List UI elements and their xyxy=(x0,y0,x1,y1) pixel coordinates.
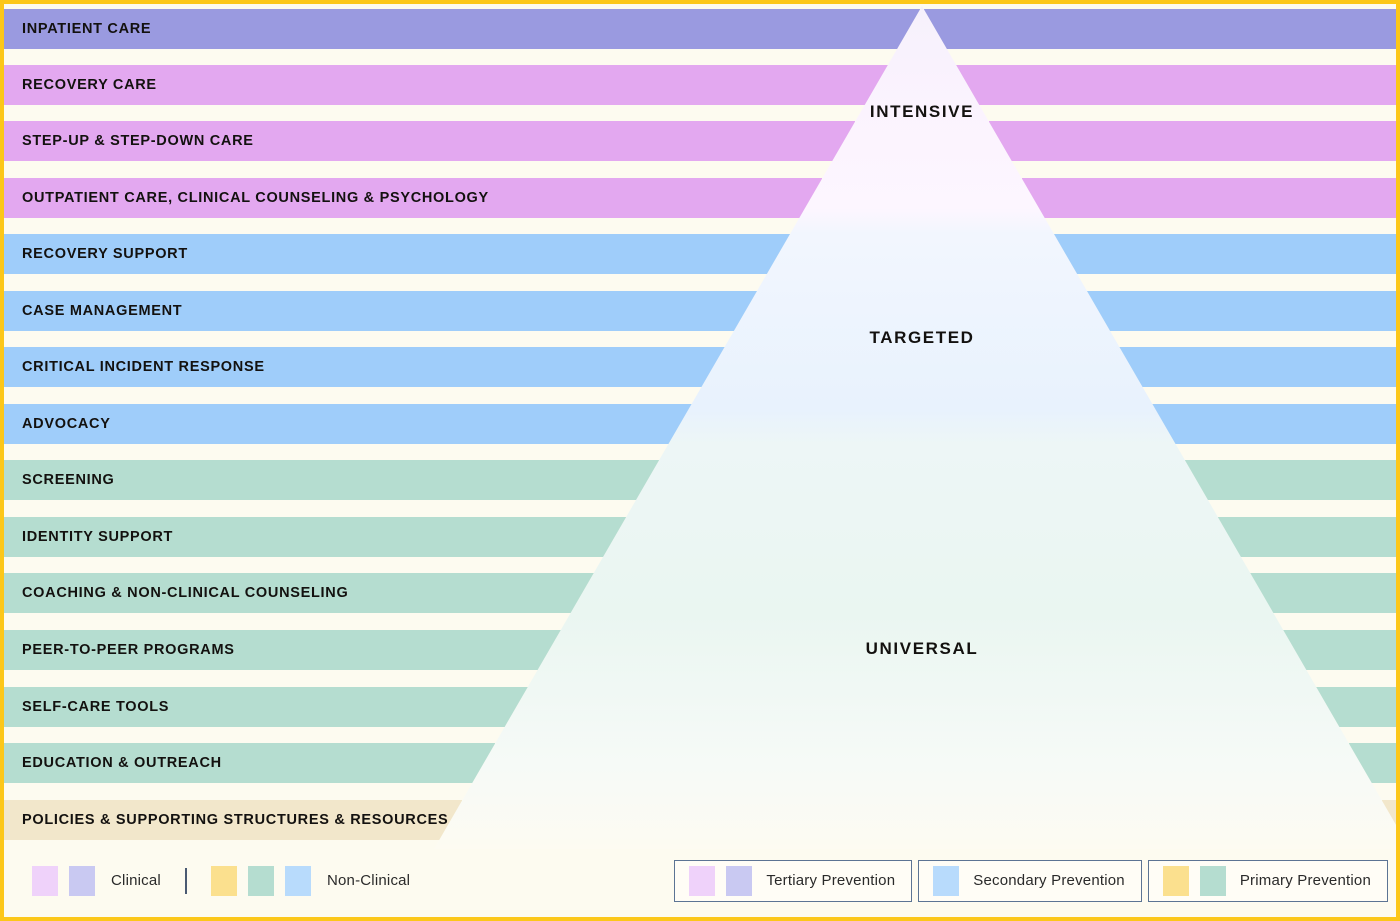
legend-group-prevention: Tertiary Prevention Secondary Prevention P… xyxy=(668,859,1388,902)
legend-prevention-label: Primary Prevention xyxy=(1239,872,1371,889)
care-row-label: EDUCATION & OUTREACH xyxy=(22,755,222,771)
care-row-right-band xyxy=(1283,630,1396,670)
care-row-right-band xyxy=(1021,178,1396,218)
legend-item: Non-Clinical xyxy=(210,865,411,896)
care-row-right-band xyxy=(1184,460,1396,500)
care-row-left-band xyxy=(4,800,463,840)
care-row-right-band xyxy=(1316,687,1396,727)
legend-divider xyxy=(184,867,187,894)
tier-caption: UNIVERSAL xyxy=(865,639,979,658)
care-row-right-band xyxy=(1119,347,1396,387)
care-row-right-band xyxy=(1053,234,1396,274)
legend-swatch xyxy=(726,865,753,896)
care-row[interactable]: RECOVERY CARE xyxy=(4,65,1396,105)
legend-group-clinical: Clinical Non-Clinical xyxy=(32,865,411,896)
care-row[interactable]: SELF-CARE TOOLS xyxy=(4,687,1396,727)
care-row[interactable]: EDUCATION & OUTREACH xyxy=(4,743,1396,783)
care-row-label: CASE MANAGEMENT xyxy=(22,303,183,319)
care-row-label: COACHING & NON-CLINICAL COUNSELING xyxy=(22,585,349,601)
care-row[interactable]: COACHING & NON-CLINICAL COUNSELING xyxy=(4,573,1396,613)
care-row-left-band xyxy=(4,517,627,557)
care-row-right-band xyxy=(1217,517,1396,557)
care-row[interactable]: CRITICAL INCIDENT RESPONSE xyxy=(4,347,1396,387)
legend-swatch xyxy=(284,865,311,896)
care-row-label: SELF-CARE TOOLS xyxy=(22,699,170,715)
care-row-left-band xyxy=(4,178,823,218)
care-row-left-band xyxy=(4,404,692,444)
care-row-label: CRITICAL INCIDENT RESPONSE xyxy=(22,359,265,375)
legend: Clinical Non-Clinical Tertiary Prevention… xyxy=(4,844,1396,917)
legend-swatch xyxy=(689,865,716,896)
care-row-left-band xyxy=(4,573,594,613)
care-row-label: OUTPATIENT CARE, CLINICAL COUNSELING & P… xyxy=(22,190,489,206)
care-row[interactable]: OUTPATIENT CARE, CLINICAL COUNSELING & P… xyxy=(4,178,1396,218)
care-row[interactable]: RECOVERY SUPPORT xyxy=(4,234,1396,274)
legend-item: Clinical xyxy=(32,865,161,896)
care-row[interactable]: STEP-UP & STEP-DOWN CARE xyxy=(4,121,1396,161)
legend-item-label: Non-Clinical xyxy=(326,872,411,889)
care-row-right-band xyxy=(1381,800,1396,840)
care-row[interactable]: IDENTITY SUPPORT xyxy=(4,517,1396,557)
care-row-label: IDENTITY SUPPORT xyxy=(22,529,174,545)
legend-swatch xyxy=(32,865,58,896)
care-row-left-band xyxy=(4,347,725,387)
care-row-right-band xyxy=(1086,291,1396,331)
care-row[interactable]: PEER-TO-PEER PROGRAMS xyxy=(4,630,1396,670)
care-row-label: PEER-TO-PEER PROGRAMS xyxy=(22,642,235,658)
legend-prevention-box[interactable]: Tertiary Prevention xyxy=(674,859,913,902)
care-row[interactable]: CASE MANAGEMENT xyxy=(4,291,1396,331)
legend-swatch xyxy=(1162,865,1189,896)
legend-prevention-box[interactable]: Secondary Prevention xyxy=(918,859,1142,902)
care-row-left-band xyxy=(4,234,790,274)
care-row-label: STEP-UP & STEP-DOWN CARE xyxy=(22,133,254,149)
care-row-left-band xyxy=(4,291,758,331)
care-row-left-band xyxy=(4,687,528,727)
tier-caption: INTENSIVE xyxy=(869,102,975,121)
care-row-label: INPATIENT CARE xyxy=(22,21,152,37)
legend-swatch xyxy=(247,865,274,896)
tier-caption: TARGETED xyxy=(869,328,975,347)
care-row-right-band xyxy=(1152,404,1396,444)
care-row-left-band xyxy=(4,460,660,500)
care-row-right-band xyxy=(956,65,1396,105)
legend-prevention-box[interactable]: Primary Prevention xyxy=(1147,859,1388,902)
care-row[interactable]: POLICIES & SUPPORTING STRUCTURES & RESOU… xyxy=(4,800,1396,840)
care-row-left-band xyxy=(4,121,856,161)
care-row-label: RECOVERY SUPPORT xyxy=(22,246,188,262)
legend-prevention-label: Tertiary Prevention xyxy=(766,872,896,889)
care-row-right-band xyxy=(1250,573,1396,613)
care-row-label: SCREENING xyxy=(22,472,115,488)
legend-swatch xyxy=(210,865,237,896)
care-row-left-band xyxy=(4,9,921,49)
legend-swatch xyxy=(1199,865,1226,896)
legend-swatch xyxy=(933,865,960,896)
legend-prevention-label: Secondary Prevention xyxy=(973,872,1125,889)
care-row[interactable]: SCREENING xyxy=(4,460,1396,500)
care-row[interactable]: ADVOCACY xyxy=(4,404,1396,444)
legend-item-label: Clinical xyxy=(111,872,161,889)
care-row-right-band xyxy=(923,9,1396,49)
care-row-left-band xyxy=(4,743,496,783)
care-row-right-band xyxy=(988,121,1396,161)
care-row-right-band xyxy=(1348,743,1396,783)
care-row-left-band xyxy=(4,65,888,105)
care-row-left-band xyxy=(4,630,561,670)
legend-swatch xyxy=(69,865,95,896)
care-row-label: RECOVERY CARE xyxy=(22,77,157,93)
care-row[interactable]: INPATIENT CARE xyxy=(4,9,1396,49)
care-row-label: POLICIES & SUPPORTING STRUCTURES & RESOU… xyxy=(22,812,449,828)
care-row-label: ADVOCACY xyxy=(22,416,111,432)
